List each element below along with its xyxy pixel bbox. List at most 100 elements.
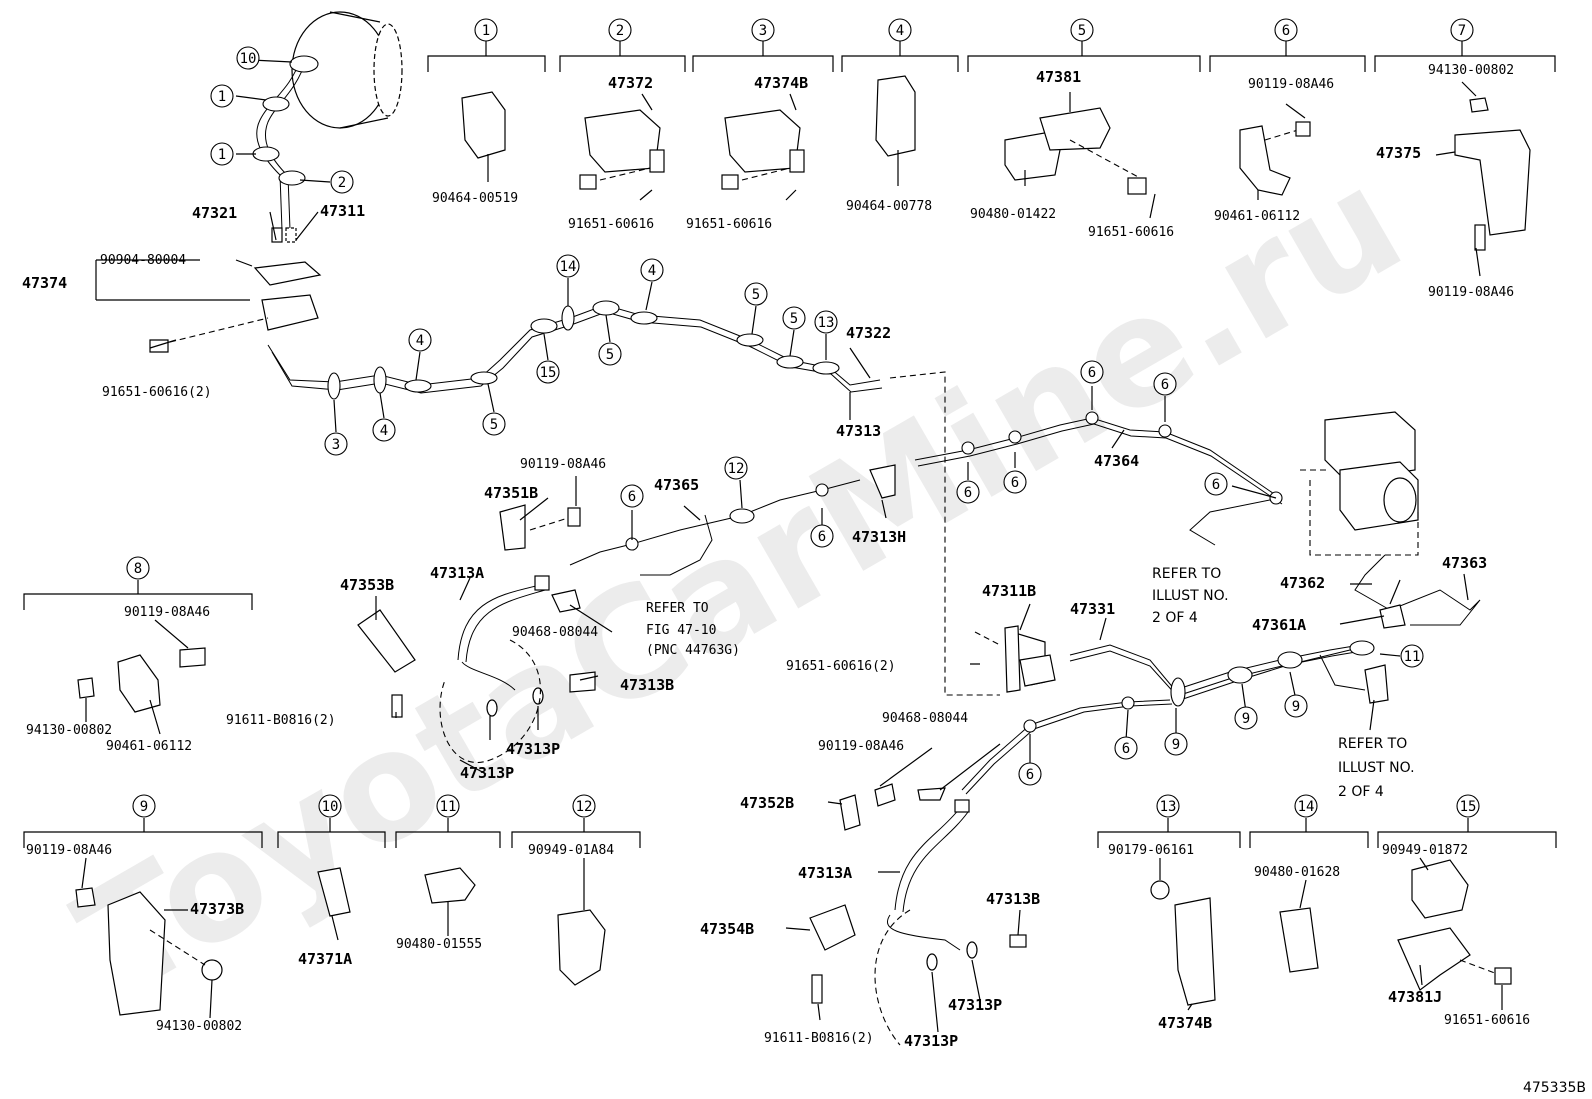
part-47313P-a: 47313P bbox=[506, 740, 560, 758]
bracket-47374-group bbox=[95, 259, 322, 353]
part-47365: 47365 bbox=[654, 476, 699, 494]
svg-text:6: 6 bbox=[964, 485, 972, 501]
clamp-illustrations-top bbox=[461, 75, 1531, 251]
part-47354B: 47354B bbox=[700, 920, 754, 938]
part-47331: 47331 bbox=[1070, 600, 1115, 618]
svg-text:ILLUST NO.: ILLUST NO. bbox=[1338, 760, 1415, 776]
callout-4-run-b: 4 bbox=[408, 328, 432, 352]
part-47313A-a: 47313A bbox=[430, 564, 484, 582]
callout-4-box: 4 bbox=[888, 18, 912, 42]
callout-6-low-a: 6 bbox=[1114, 736, 1138, 760]
callout-13-box: 13 bbox=[1156, 794, 1180, 818]
callout-4-run-c: 4 bbox=[640, 258, 664, 282]
part-47381: 47381 bbox=[1036, 68, 1081, 86]
svg-text:9: 9 bbox=[1172, 737, 1180, 753]
refer-note-fig: REFER TO FIG 47-10 (PNC 44763G) bbox=[646, 601, 740, 658]
part-90461-06112-b8: 90461-06112 bbox=[106, 739, 192, 754]
callout-3-box: 3 bbox=[751, 18, 775, 42]
part-47372: 47372 bbox=[608, 74, 653, 92]
part-91611-B0816-2-a: 91611-B0816(2) bbox=[226, 713, 336, 728]
callout-11-low: 11 bbox=[1400, 644, 1424, 668]
part-47374B-b: 47374B bbox=[1158, 1014, 1212, 1032]
callout-11-box: 11 bbox=[436, 794, 460, 818]
part-90949-01A84: 90949-01A84 bbox=[528, 843, 614, 858]
svg-text:13: 13 bbox=[1160, 799, 1177, 815]
abs-actuator bbox=[1300, 411, 1481, 629]
svg-text:5: 5 bbox=[606, 347, 614, 363]
part-90480-01555: 90480-01555 bbox=[396, 937, 482, 952]
part-90119-08A46-b6: 90119-08A46 bbox=[1248, 77, 1334, 92]
svg-text:1: 1 bbox=[218, 89, 226, 105]
svg-text:9: 9 bbox=[140, 799, 148, 815]
master-cylinder-assembly bbox=[252, 11, 403, 243]
part-47374B-a: 47374B bbox=[754, 74, 808, 92]
part-90179-06161: 90179-06161 bbox=[1108, 843, 1194, 858]
part-47321: 47321 bbox=[192, 204, 237, 222]
callout-15-run: 15 bbox=[536, 360, 560, 384]
part-47322: 47322 bbox=[846, 324, 891, 342]
svg-text:FIG 47-10: FIG 47-10 bbox=[646, 623, 716, 638]
part-90119-08A46-b9: 90119-08A46 bbox=[26, 843, 112, 858]
part-47313H: 47313H bbox=[852, 528, 906, 546]
svg-text:5: 5 bbox=[490, 417, 498, 433]
callout-6-mid-c: 6 bbox=[1080, 360, 1104, 384]
callout-6-mid-b: 6 bbox=[1003, 470, 1027, 494]
callout-1-cyl-b: 1 bbox=[210, 142, 234, 166]
part-47351B: 47351B bbox=[484, 484, 538, 502]
part-47311: 47311 bbox=[320, 202, 365, 220]
svg-text:1: 1 bbox=[482, 23, 490, 39]
svg-text:2: 2 bbox=[338, 175, 346, 191]
part-47313P-b: 47313P bbox=[460, 764, 514, 782]
callout-1-box: 1 bbox=[474, 18, 498, 42]
part-90119-08A46-a: 90119-08A46 bbox=[520, 457, 606, 472]
svg-text:5: 5 bbox=[752, 287, 760, 303]
callout-9-low-a: 9 bbox=[1284, 694, 1308, 718]
part-47363: 47363 bbox=[1442, 554, 1487, 572]
callout-5-run-d: 5 bbox=[782, 306, 806, 330]
svg-text:14: 14 bbox=[1298, 799, 1315, 815]
svg-text:13: 13 bbox=[818, 315, 835, 331]
part-47313: 47313 bbox=[836, 422, 881, 440]
callout-6-mid-e: 6 bbox=[1204, 472, 1228, 496]
callout-6-mid-g: 6 bbox=[810, 524, 834, 548]
part-90464-00778: 90464-00778 bbox=[846, 199, 932, 214]
part-47374: 47374 bbox=[22, 274, 67, 292]
svg-text:6: 6 bbox=[628, 489, 636, 505]
callout-10-box: 10 bbox=[318, 794, 342, 818]
svg-text:2 OF 4: 2 OF 4 bbox=[1152, 610, 1198, 626]
callout-6-mid-f: 6 bbox=[620, 484, 644, 508]
part-47313B-a: 47313B bbox=[620, 676, 674, 694]
svg-text:15: 15 bbox=[540, 365, 557, 381]
svg-text:6: 6 bbox=[1088, 365, 1096, 381]
svg-text:2: 2 bbox=[616, 23, 624, 39]
callout-4-run-a: 4 bbox=[372, 418, 396, 442]
part-91651-60616-2-b: 91651-60616(2) bbox=[786, 659, 896, 674]
callout-12-box: 12 bbox=[572, 794, 596, 818]
svg-text:10: 10 bbox=[240, 51, 257, 67]
part-90480-01628: 90480-01628 bbox=[1254, 865, 1340, 880]
callout-15-box: 15 bbox=[1456, 794, 1480, 818]
callout-10-cyl: 10 bbox=[236, 46, 260, 70]
refer-note-illust-lower: REFER TO ILLUST NO. 2 OF 4 bbox=[1338, 736, 1415, 800]
part-90119-08A46-b: 90119-08A46 bbox=[818, 739, 904, 754]
callout-14-box: 14 bbox=[1294, 794, 1318, 818]
callout-9-low-c: 9 bbox=[1164, 732, 1188, 756]
svg-text:1: 1 bbox=[218, 147, 226, 163]
lower-brake-tube-run bbox=[961, 625, 1389, 795]
callout-7-box: 7 bbox=[1450, 18, 1474, 42]
part-91611-B0816-2-b: 91611-B0816(2) bbox=[764, 1031, 874, 1046]
part-91651-60616-b3: 91651-60616 bbox=[686, 217, 772, 232]
svg-text:14: 14 bbox=[560, 259, 577, 275]
svg-text:8: 8 bbox=[134, 561, 142, 577]
part-47313A-b: 47313A bbox=[798, 864, 852, 882]
part-94130-00802-b9: 94130-00802 bbox=[156, 1019, 242, 1034]
callout-5-run-b: 5 bbox=[598, 342, 622, 366]
svg-text:5: 5 bbox=[790, 311, 798, 327]
svg-text:REFER TO: REFER TO bbox=[1338, 736, 1407, 752]
part-47353B: 47353B bbox=[340, 576, 394, 594]
svg-text:5: 5 bbox=[1078, 23, 1086, 39]
figure-code: 475335B bbox=[1523, 1080, 1586, 1096]
callout-6-mid-a: 6 bbox=[956, 480, 980, 504]
svg-text:12: 12 bbox=[728, 461, 745, 477]
